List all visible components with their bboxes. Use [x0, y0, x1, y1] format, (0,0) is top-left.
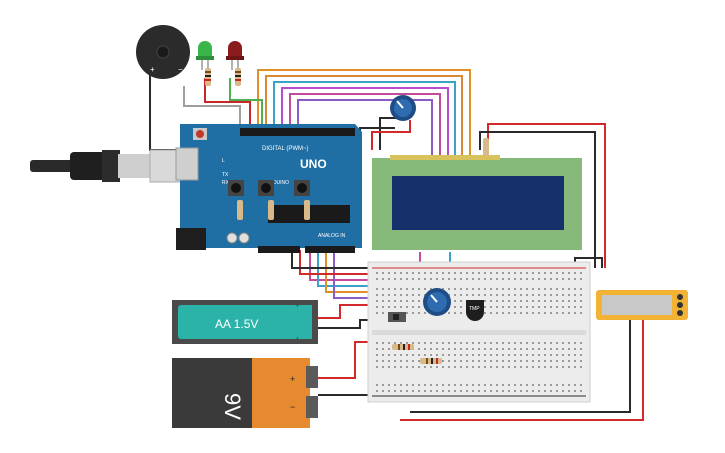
resistor-button-2[interactable]: [268, 200, 274, 220]
buzzer[interactable]: + −: [136, 25, 190, 79]
multimeter-display: [602, 295, 672, 315]
slide-switch[interactable]: [388, 312, 406, 322]
arduino-uno-board[interactable]: DIGITAL (PWM~) UNO ARDUINO TX RX L ANALO…: [175, 124, 362, 253]
resistor-led-green[interactable]: [205, 68, 211, 86]
potentiometer-breadboard[interactable]: [423, 288, 451, 316]
buzzer-minus-label: −: [178, 65, 183, 74]
lcd-16x2[interactable]: [372, 138, 582, 250]
pushbutton-2[interactable]: [258, 180, 274, 196]
multimeter[interactable]: [596, 290, 688, 320]
resistor-breadboard-2[interactable]: [420, 358, 442, 364]
l-label: L: [222, 158, 225, 164]
digital-label: DIGITAL (PWM~): [262, 146, 309, 152]
temperature-sensor[interactable]: TMP: [466, 300, 484, 321]
temp-sensor-label: TMP: [469, 306, 480, 312]
uno-logo: UNO: [300, 157, 327, 171]
pushbutton-1[interactable]: [228, 180, 244, 196]
led-green[interactable]: [196, 41, 214, 70]
resistor-led-red[interactable]: [235, 68, 241, 86]
usb-cable[interactable]: [30, 149, 185, 183]
resistor-backlight[interactable]: [483, 138, 489, 156]
potentiometer-contrast[interactable]: [390, 95, 416, 121]
resistor-button-1[interactable]: [237, 200, 243, 220]
led-red[interactable]: [226, 41, 244, 70]
breadboard-holes: [376, 272, 582, 392]
analog-header[interactable]: [305, 246, 355, 253]
battery-9v-plus: +: [290, 374, 295, 384]
tx-label: TX: [222, 172, 229, 178]
aa-battery-label: AA 1.5V: [215, 317, 258, 331]
resistor-breadboard-1[interactable]: [392, 344, 414, 350]
analog-label: ANALOG IN: [318, 233, 346, 239]
arduino-brand: ARDUINO: [266, 180, 289, 186]
buzzer-plus-label: +: [150, 65, 155, 74]
power-header[interactable]: [258, 246, 300, 253]
digital-header[interactable]: [240, 128, 355, 136]
pushbutton-3[interactable]: [294, 180, 310, 196]
battery-9v-minus: −: [290, 402, 295, 412]
breadboard[interactable]: [367, 261, 591, 403]
lcd-screen: [392, 176, 564, 230]
rx-label: RX: [222, 180, 230, 186]
battery-9v[interactable]: 9V + −: [172, 358, 318, 428]
battery-aa[interactable]: AA 1.5V: [172, 300, 318, 344]
resistor-button-3[interactable]: [304, 200, 310, 220]
battery-9v-label: 9V: [220, 393, 245, 420]
